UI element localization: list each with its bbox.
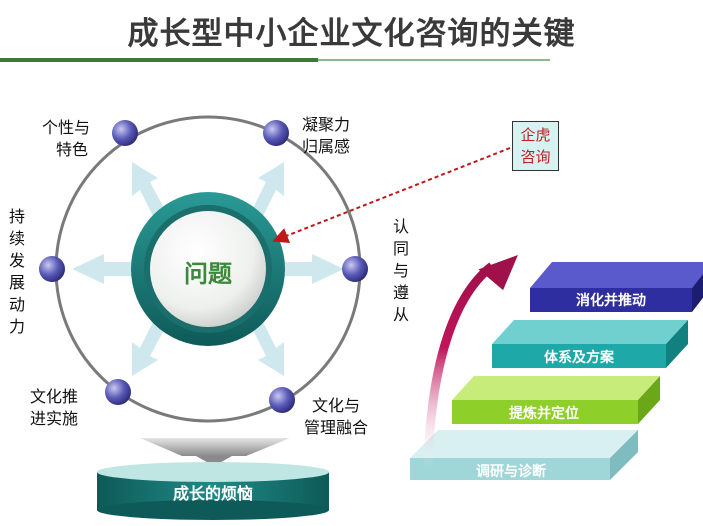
title-rule-light xyxy=(318,59,550,61)
label-top-right: 凝聚力 归属感 xyxy=(302,115,351,156)
node-bottom-left xyxy=(105,379,131,405)
step-4-top xyxy=(410,430,638,458)
step-4-front xyxy=(410,458,610,480)
node-left xyxy=(39,256,65,282)
funnel-tip xyxy=(196,456,232,466)
node-right xyxy=(342,256,368,282)
growth-curve xyxy=(423,262,495,471)
node-top-right xyxy=(263,120,289,146)
node-bottom-right xyxy=(269,387,295,413)
step-1-top xyxy=(530,262,703,288)
growth-curve-arrowhead xyxy=(478,254,518,291)
base-label: 成长的烦恼 xyxy=(172,484,253,503)
label-right: 认 同 与 遵 从 xyxy=(392,217,409,324)
step-1-label: 消化并推动 xyxy=(576,293,646,309)
step-2-front xyxy=(492,344,666,368)
step-3-top xyxy=(452,376,660,400)
node-top-left xyxy=(112,120,138,146)
funnel-shape xyxy=(140,438,290,456)
title-rule-dark xyxy=(0,58,318,62)
step-3-side xyxy=(638,376,660,424)
base-cylinder-top xyxy=(97,462,329,482)
arrow-left xyxy=(72,254,134,284)
step-3-label: 提炼并定位 xyxy=(509,406,579,422)
label-bottom-right: 文化与 管理融合 xyxy=(303,396,368,437)
step-1-side xyxy=(692,273,703,312)
label-left: 持 续 发 展 动 力 xyxy=(8,207,25,336)
page-title: 成长型中小企业文化咨询的关键 xyxy=(127,16,576,52)
arrow-top-left xyxy=(132,162,164,216)
center-label: 问题 xyxy=(184,260,232,288)
radial-arrows xyxy=(72,162,344,376)
label-top-left: 个性与 特色 xyxy=(41,118,90,159)
arrow-bottom-left xyxy=(132,322,164,376)
base-cylinder-bottom xyxy=(97,500,329,520)
center-disc xyxy=(150,211,266,327)
consultant-box: 企虎 咨询 xyxy=(512,121,559,171)
step-2-side xyxy=(666,320,688,368)
step-4-label: 调研与诊断 xyxy=(476,464,546,480)
step-3-front xyxy=(452,400,638,424)
step-4-side xyxy=(610,430,638,480)
step-2-label: 体系及方案 xyxy=(544,350,614,366)
label-bottom-left: 文化推 进实施 xyxy=(30,387,79,428)
step-2-top xyxy=(492,320,688,344)
arrow-bottom-right xyxy=(253,322,284,376)
arrow-right xyxy=(282,254,344,284)
arrow-top-right xyxy=(253,162,284,216)
step-1-front xyxy=(530,288,692,312)
stair-steps xyxy=(410,262,703,480)
